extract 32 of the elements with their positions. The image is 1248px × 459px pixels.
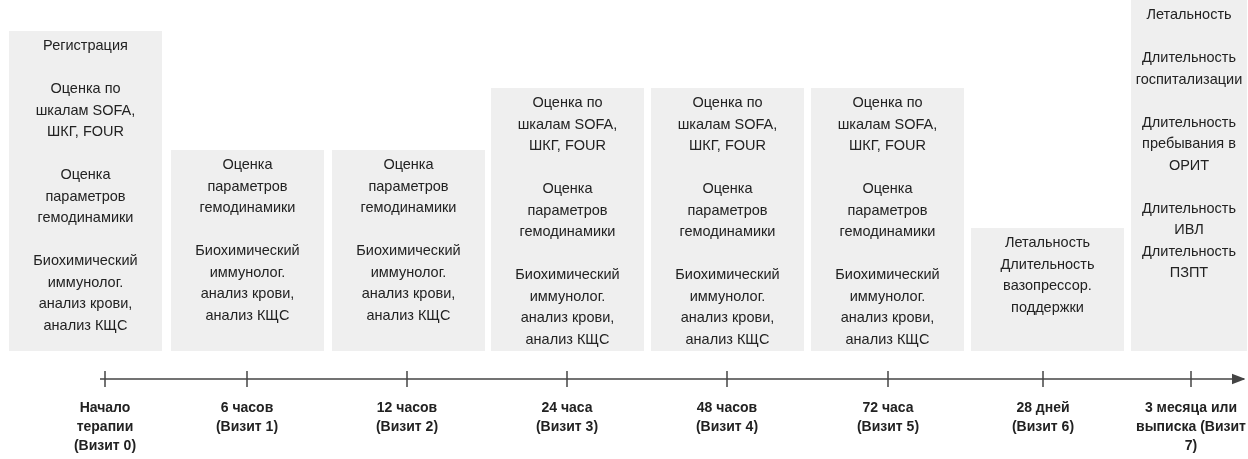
time-label: 24 часа (Визит 3) — [534, 398, 600, 436]
stage-text: Биохимический иммунолог. анализ крови, анализ КЩС — [674, 265, 781, 349]
stage-text: Оценка параметров гемодинамики — [359, 155, 458, 217]
stage-text: Биохимический иммунолог. анализ крови, анализ КЩС — [834, 265, 941, 349]
time-label: 72 часа (Визит 5) — [855, 398, 921, 436]
stage-text: Оценка параметров гемодинамики — [198, 155, 297, 217]
time-label: 6 часов (Визит 1) — [214, 398, 280, 436]
stage-text: Оценка параметров гемодинамики — [678, 179, 777, 241]
stage-text: Длительность ИВЛ — [1141, 198, 1237, 239]
stage-text: Оценка параметров гемодинамики — [518, 179, 617, 241]
stage-text: Оценка параметров гемодинамики — [36, 165, 135, 227]
stage-text: Длительность госпитализации — [1134, 48, 1244, 89]
stage-text: Летальность — [1004, 233, 1091, 252]
stage-text: Оценка по шкалам SOFA, ШКГ, FOUR — [516, 93, 619, 155]
stage-text: Биохимический иммунолог. анализ крови, анализ КЩС — [355, 241, 462, 325]
time-label: 28 дней (Визит 6) — [1010, 398, 1076, 436]
stage-text: Регистрация — [43, 36, 128, 55]
stage-text: Биохимический иммунолог. анализ крови, анализ КЩС — [514, 265, 621, 349]
time-label: 12 часов (Визит 2) — [374, 398, 440, 436]
stage-text: Оценка параметров гемодинамики — [838, 179, 937, 241]
time-label: Начало терапии (Визит 0) — [72, 398, 138, 455]
stage-text: Биохимический иммунолог. анализ крови, анализ КЩС — [194, 241, 301, 325]
stage-text: Биохимический иммунолог. анализ крови, анализ КЩС — [32, 251, 139, 335]
stage-text: Длительность ПЗПТ — [1141, 241, 1237, 282]
time-label: 48 часов (Визит 4) — [694, 398, 760, 436]
time-label: 3 месяца или выписка (Визит 7) — [1135, 398, 1247, 455]
stage-text: Летальность — [1146, 5, 1232, 24]
stage-text: Оценка по шкалам SOFA, ШКГ, FOUR — [836, 93, 939, 155]
stage-text: Длительность пребывания в ОРИТ — [1141, 112, 1237, 175]
stage-text: Оценка по шкалам SOFA, ШКГ, FOUR — [34, 79, 137, 141]
stage-text: Длительность вазопрессор. поддержки — [999, 254, 1096, 317]
stage-text: Оценка по шкалам SOFA, ШКГ, FOUR — [676, 93, 779, 155]
